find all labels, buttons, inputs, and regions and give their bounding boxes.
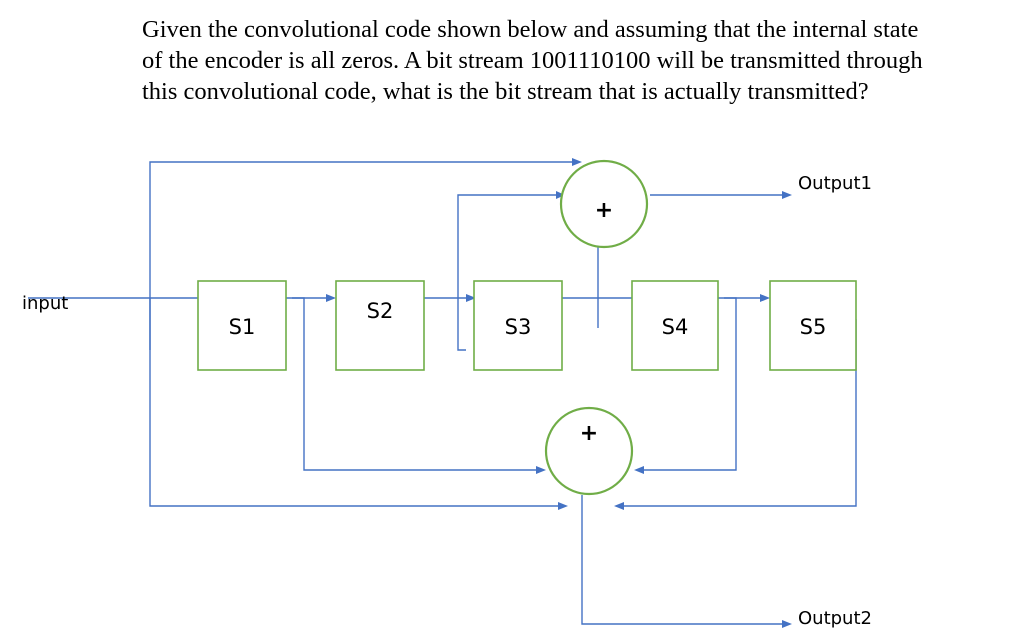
question-line: Given the convolutional code shown below…	[142, 16, 919, 43]
register-s3-label: S3	[505, 315, 532, 339]
arrowhead	[614, 502, 624, 510]
register-s4-label: S4	[662, 315, 689, 339]
register-s4: S4	[631, 280, 719, 371]
question-line: of the encoder is all zeros. A bit strea…	[142, 47, 923, 74]
adder-1-plus-sign: +	[595, 198, 613, 223]
register-s2: S2	[335, 280, 425, 371]
register-s5: S5	[769, 280, 857, 371]
arrowhead	[466, 294, 476, 302]
arrowhead	[556, 191, 565, 199]
question-line: this convolutional code, what is the bit…	[142, 78, 869, 105]
register-s5-label: S5	[800, 315, 827, 339]
register-s2-label: S2	[367, 299, 394, 323]
input-label: input	[22, 293, 68, 314]
arrowhead	[326, 294, 336, 302]
register-s3: S3	[473, 280, 563, 371]
adder-1: +	[559, 159, 649, 249]
arrowhead	[760, 294, 770, 302]
adder-2: +	[544, 406, 634, 496]
output2-label: Output2	[798, 608, 872, 629]
tap-input-to-adder2	[149, 298, 558, 507]
tap-input-to-adder1	[149, 161, 572, 350]
arrowhead	[782, 191, 792, 199]
tap-s1-to-adder2	[292, 297, 536, 471]
arrowhead	[536, 466, 546, 474]
adder-2-plus-sign: +	[580, 421, 598, 446]
arrowhead	[634, 466, 644, 474]
arrowhead	[558, 502, 568, 510]
tap-s4-to-adder2	[644, 297, 737, 471]
register-s1-label: S1	[229, 315, 256, 339]
output1-label: Output1	[798, 173, 872, 194]
tap-s2-to-adder1	[457, 194, 556, 351]
register-s1: S1	[197, 280, 287, 371]
arrowhead	[782, 620, 792, 628]
arrowhead	[572, 158, 582, 166]
output2-line	[581, 495, 782, 625]
question-text: Given the convolutional code shown below…	[142, 14, 1017, 107]
